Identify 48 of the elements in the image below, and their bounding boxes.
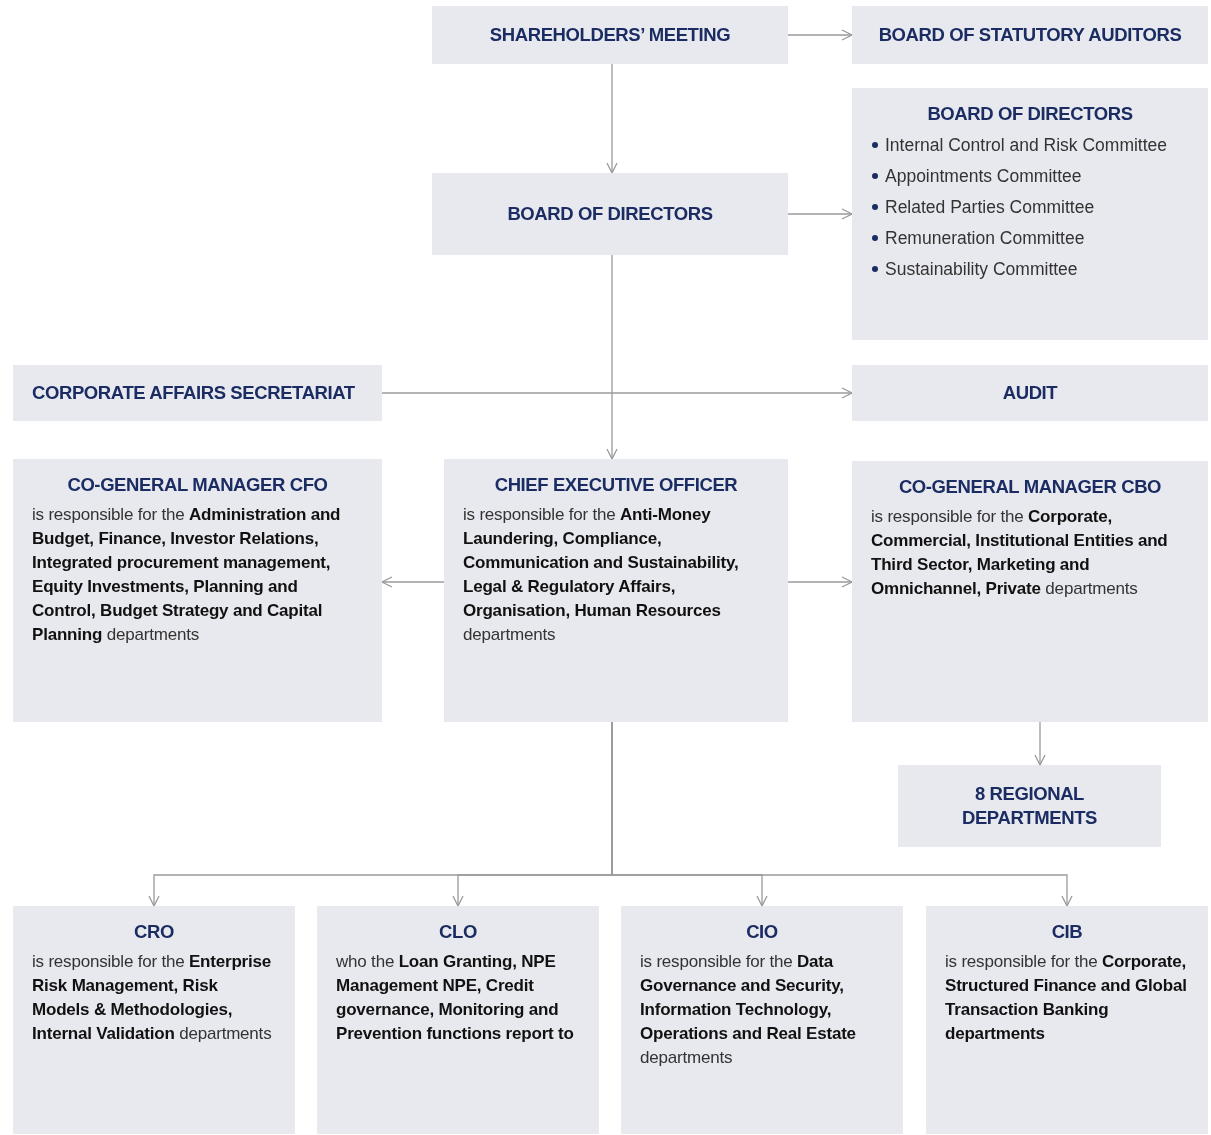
connector-arrow [381,387,853,399]
org-box [898,765,1161,847]
box-title: BOARD OF DIRECTORS [506,202,714,226]
connector-arrow [787,208,853,220]
org-box [926,906,1208,1134]
box-title: BOARD OF STATUTORY AUDITORS [877,23,1183,47]
connector-arrow [606,254,618,460]
box-title: CIB [1050,920,1084,944]
connector-arrow [1034,721,1046,766]
committee-item: Internal Control and Risk Committee [871,133,1189,157]
box-title: 8 REGIONAL DEPARTMENTS [960,782,1098,830]
box-title: SHAREHOLDERS’ MEETING [488,23,732,47]
org-box [852,88,1208,340]
box-title: CORPORATE AFFAIRS SECRETARIAT [32,381,356,405]
org-box [13,459,382,722]
box-description: is responsible for the Corporate, Commercial, Institutional Entities and Third Sector, Marketing and Omnichannel, Private departments [871,506,1169,600]
box-description: is responsible for the Enterprise Risk Management, Risk Models & Methodologies, Internal Validation departments [32,951,273,1045]
committee-item: Appointments Committee [871,164,1189,188]
org-box [432,6,788,64]
org-box [432,173,788,255]
org-box [13,906,295,1134]
org-box [852,365,1208,421]
org-box [852,6,1208,64]
box-title: CLO [438,920,478,944]
committee-item: Related Parties Committee [871,195,1189,219]
box-title: CRO [133,920,175,944]
committee-item: Sustainability Committee [871,257,1189,281]
box-title: CIO [745,920,779,944]
org-box [317,906,599,1134]
connector-arrow [787,576,853,588]
org-box [444,459,788,722]
box-description: is responsible for the Data Governance and Security, Information Technology, Operations and Real Estate departments [640,951,857,1069]
box-title: AUDIT [1001,381,1059,405]
box-title: CO-GENERAL MANAGER CFO [66,473,329,497]
box-description: is responsible for the Corporate, Structured Finance and Global Transaction Banking departments [945,951,1188,1045]
connector-arrow [381,576,445,588]
connector-arrow [787,29,853,41]
box-title: BOARD OF DIRECTORS [926,102,1134,126]
org-box [621,906,903,1134]
box-title: CHIEF EXECUTIVE OFFICER [493,473,739,497]
box-description: is responsible for the Anti-Money Laundering, Compliance, Communication and Sustainability, Legal & Regulatory Affairs, Organisation, Human Resources departments [463,504,740,646]
box-description: who the Loan Granting, NPE Management NPE, Credit governance, Monitoring and Prevention functions report to [336,951,575,1045]
box-title: CO-GENERAL MANAGER CBO [897,475,1163,499]
org-box [13,365,382,421]
org-box [852,461,1208,722]
connector-arrow [606,63,618,174]
box-description: is responsible for the Administration and Budget, Finance, Investor Relations, Integrated procurement management, Equity Investments, Planning and Control, Budget Strategy and Capital Planning departments [32,504,342,646]
committee-item: Remuneration Committee [871,226,1189,250]
